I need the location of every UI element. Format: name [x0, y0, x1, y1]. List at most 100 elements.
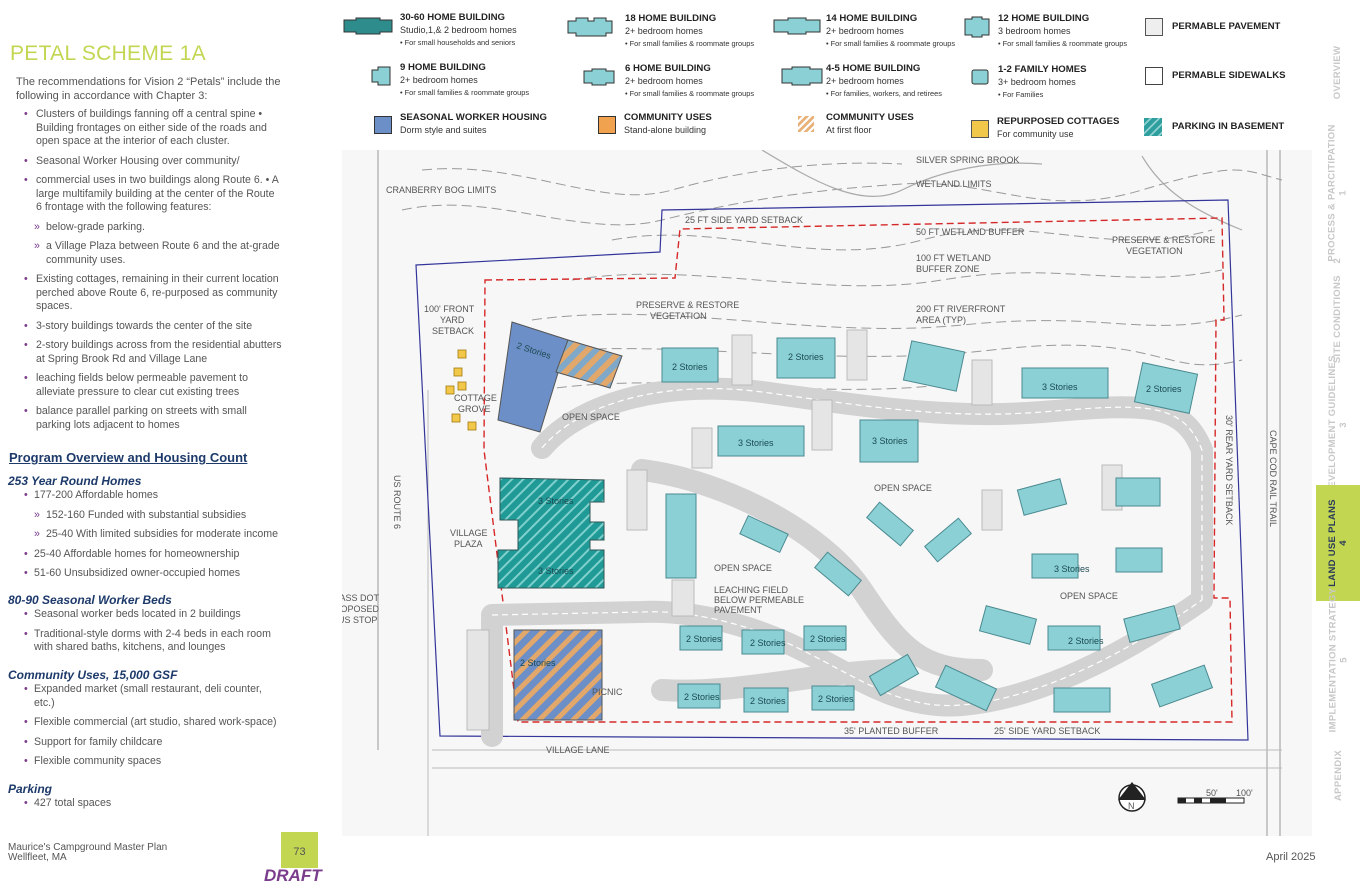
svg-text:100': 100' [1236, 788, 1253, 798]
map-label: MASS DOT [342, 593, 380, 603]
tab-site-conditions[interactable]: SITE CONDITIONS 2 [1332, 257, 1344, 363]
property-line [415, 199, 1249, 741]
list-item: balance parallel parking on streets with… [14, 405, 282, 432]
brook-line [761, 150, 1243, 231]
community-first-floor-building [555, 339, 623, 389]
footer-project: Maurice's Campground Master Plan Wellfle… [8, 843, 167, 863]
section-list: 427 total spaces [14, 797, 282, 817]
swatch-18-home-icon [567, 17, 613, 37]
building-label: 2 Stories [818, 694, 854, 704]
map-label: PRESERVE & RESTORE [1112, 235, 1215, 245]
section-heading: Community Uses, 15,000 GSF [8, 668, 178, 682]
building-labels: 2 Stories 2 Stories 3 Stories 3 Stories … [515, 340, 1182, 706]
footer-line: Maurice's Campground Master Plan [8, 842, 168, 853]
map-label: OPEN SPACE [562, 412, 620, 422]
map-label: 25 FT SIDE YARD SETBACK [685, 215, 803, 225]
swatch-14-home-icon [773, 17, 821, 35]
map-label: 35' PLANTED BUFFER [844, 726, 939, 736]
map-label: VILLAGE LANE [546, 745, 610, 755]
tab-overview[interactable]: OVERVIEW [1332, 45, 1344, 99]
section-list: 177-200 Affordable homes 152-160 Funded … [14, 489, 282, 587]
map-label: VEGETATION [650, 311, 707, 321]
map-label: BUFFER ZONE [916, 264, 980, 274]
scale-bar: 50' 100' [1177, 788, 1253, 804]
list-item: Flexible commercial (art studio, shared … [14, 716, 282, 730]
map-label: BELOW PERMEABLE [714, 595, 804, 605]
list-item: 3-story buildings towards the center of … [14, 320, 282, 334]
setback-line [483, 217, 1233, 723]
list-item: Existing cottages, remaining in their cu… [14, 273, 282, 314]
map-label: PLAZA [454, 539, 483, 549]
building-label: 3 Stories [872, 436, 908, 446]
list-item: 152-160 Funded with substantial subsidie… [14, 509, 282, 523]
spine-centerline [491, 387, 1203, 707]
map-label: CAPE COD RAIL TRAIL [1268, 430, 1278, 527]
swatch-permeable-pavement-icon [1145, 18, 1163, 36]
map-annotations: SILVER SPRING BROOK WETLAND LIMITS CRANB… [342, 155, 1278, 755]
building-label: 2 Stories [684, 692, 720, 702]
map-label: 50 FT WETLAND BUFFER [916, 227, 1025, 237]
building-label: 2 Stories [750, 696, 786, 706]
intro-text: The recommendations for Vision 2 “Petals… [16, 76, 281, 102]
legend-item: PERMABLE SIDEWALKS [1172, 70, 1286, 81]
list-item: Clusters of buildings fanning off a cent… [14, 108, 282, 149]
multifamily-building [497, 477, 605, 589]
list-item: 177-200 Affordable homes [14, 489, 282, 503]
building-label: 3 Stories [1054, 564, 1090, 574]
map-label: VILLAGE [450, 528, 488, 538]
building-label: 3 Stories [738, 438, 774, 448]
map-label: COTTAGE [454, 393, 497, 403]
map-label: US ROUTE 6 [392, 475, 402, 529]
swatch-permeable-sidewalks-icon [1145, 67, 1163, 85]
swatch-repurposed-cottages-icon [971, 120, 989, 138]
draft-stamp: DRAFT [264, 866, 322, 885]
map-label: 100 FT WETLAND [916, 253, 991, 263]
recommendations-list: Clusters of buildings fanning off a cent… [14, 108, 282, 438]
cottage-grove [445, 349, 477, 431]
map-label: CRANBERRY BOG LIMITS [386, 185, 496, 195]
map-label: PAVEMENT [714, 605, 763, 615]
north-arrow-icon: N [1118, 782, 1146, 812]
svg-text:N: N [1128, 801, 1135, 811]
swatch-seasonal-worker-icon [374, 116, 392, 134]
map-label: 100' FRONT [424, 304, 475, 314]
swatch-6-home-icon [583, 68, 615, 86]
section-heading: 80-90 Seasonal Worker Beds [8, 593, 172, 607]
roads [377, 150, 1282, 836]
map-label: LEACHING FIELD [714, 585, 789, 595]
page-title: PETAL SCHEME 1A [10, 42, 206, 65]
list-item: 427 total spaces [14, 797, 282, 811]
section-heading: Parking [8, 782, 53, 796]
map-label: YARD [440, 315, 465, 325]
building-label: 2 Stories [810, 634, 846, 644]
building-label: 2 Stories [686, 634, 722, 644]
list-item: 51-60 Unsubsidized owner-occupied homes [14, 567, 282, 581]
list-item: 2-story buildings across from the reside… [14, 339, 282, 366]
building-label: 2 Stories [520, 658, 556, 668]
section-list: Expanded market (small restaurant, deli … [14, 683, 282, 775]
community-standalone-building [513, 629, 603, 721]
tab-appendix[interactable]: APPENDIX [1332, 749, 1344, 801]
list-item: leaching fields below permeable pavement… [14, 372, 282, 399]
map-label: AREA (TYP) [916, 315, 966, 325]
building-label: 3 Stories [1042, 382, 1078, 392]
swatch-12-home-icon [964, 16, 990, 38]
building-label: 2 Stories [788, 352, 824, 362]
building-label: 2 Stories [672, 362, 708, 372]
list-item: 25-40 With limited subsidies for moderat… [14, 528, 282, 542]
page-number: 73 [281, 832, 318, 868]
home-buildings [661, 337, 1214, 713]
